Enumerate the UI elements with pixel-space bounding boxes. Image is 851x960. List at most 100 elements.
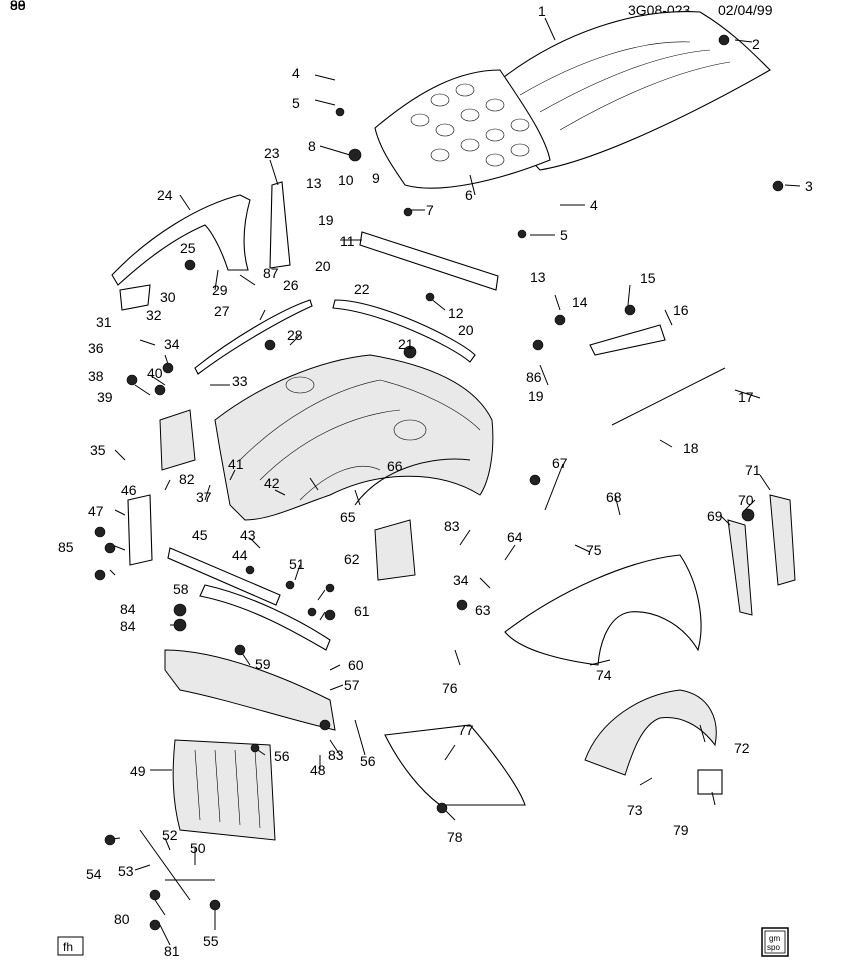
callout-24: 24 bbox=[157, 187, 173, 203]
callout-60: 60 bbox=[348, 657, 364, 673]
callout-25: 25 bbox=[180, 240, 196, 256]
front-fender bbox=[504, 554, 702, 666]
callout-28: 28 bbox=[287, 327, 303, 343]
callout-52: 52 bbox=[162, 827, 178, 843]
callout-72: 72 bbox=[734, 740, 750, 756]
callout-45: 45 bbox=[192, 527, 208, 543]
callout-54: 54 bbox=[86, 866, 102, 882]
callout-19: 19 bbox=[528, 388, 544, 404]
side-molding bbox=[727, 519, 753, 616]
callout-4: 4 bbox=[590, 197, 598, 213]
callout-20: 20 bbox=[315, 258, 331, 274]
callout-1: 1 bbox=[538, 3, 546, 19]
bumper-cover-part bbox=[119, 284, 151, 311]
callout-69: 69 bbox=[707, 508, 723, 524]
callout-5: 5 bbox=[560, 227, 568, 243]
callout-29: 29 bbox=[212, 282, 228, 298]
rear-filler bbox=[769, 494, 796, 586]
callout-33: 33 bbox=[232, 373, 248, 389]
footer-tag-text: fh bbox=[63, 940, 73, 954]
callout-42: 42 bbox=[264, 475, 280, 491]
air-deflector bbox=[172, 739, 276, 841]
callout-57: 57 bbox=[344, 677, 360, 693]
callout-32: 32 bbox=[146, 307, 162, 323]
side-bracket bbox=[269, 181, 291, 269]
callout-81: 81 bbox=[164, 943, 180, 959]
callout-numbers: 1234455678910111213131415161718191920202… bbox=[10, 0, 813, 959]
callout-70: 70 bbox=[738, 492, 754, 508]
callout-86: 86 bbox=[526, 369, 542, 385]
callout-17: 17 bbox=[738, 389, 754, 405]
footer-tag-fh: fh bbox=[57, 936, 84, 956]
callout-65: 65 bbox=[340, 509, 356, 525]
side-bracket-right bbox=[374, 519, 416, 581]
callout-74: 74 bbox=[596, 667, 612, 683]
callout-56: 56 bbox=[360, 753, 376, 769]
callout-80: 80 bbox=[114, 911, 130, 927]
callout-73: 73 bbox=[627, 802, 643, 818]
callout-27: 27 bbox=[214, 303, 230, 319]
callout-85: 85 bbox=[58, 539, 74, 555]
callout-31: 31 bbox=[96, 314, 112, 330]
callout-89: 89 bbox=[10, 0, 26, 13]
callout-37: 37 bbox=[196, 489, 212, 505]
callout-7: 7 bbox=[426, 202, 434, 218]
callout-64: 64 bbox=[507, 529, 523, 545]
wheelhouse-harness bbox=[354, 458, 471, 506]
callout-44: 44 bbox=[232, 547, 248, 563]
latch-bracket bbox=[127, 494, 153, 566]
callout-59: 59 bbox=[255, 656, 271, 672]
callout-8: 8 bbox=[308, 138, 316, 154]
callout-51: 51 bbox=[289, 556, 305, 572]
brace-rods bbox=[139, 829, 215, 901]
callout-75: 75 bbox=[586, 542, 602, 558]
callout-11: 11 bbox=[340, 233, 355, 249]
side-bracket-left bbox=[159, 409, 196, 471]
callout-83: 83 bbox=[328, 747, 344, 763]
callout-68: 68 bbox=[606, 489, 622, 505]
callout-53: 53 bbox=[118, 863, 134, 879]
upper-seal bbox=[332, 299, 476, 363]
callout-26: 26 bbox=[283, 277, 299, 293]
callout-87: 87 bbox=[263, 265, 279, 281]
callout-58: 58 bbox=[173, 581, 189, 597]
hood-inner-panel bbox=[374, 69, 551, 189]
fender-shield bbox=[111, 194, 251, 286]
fastener-hardware bbox=[94, 34, 784, 931]
callout-56: 56 bbox=[274, 748, 290, 764]
callout-61: 61 bbox=[354, 603, 370, 619]
callout-18: 18 bbox=[683, 440, 699, 456]
callout-71: 71 bbox=[745, 462, 761, 478]
callout-36: 36 bbox=[88, 340, 104, 356]
callout-19: 19 bbox=[318, 212, 334, 228]
callout-88: 88 bbox=[10, 0, 26, 13]
callout-62: 62 bbox=[344, 551, 360, 567]
callout-10: 10 bbox=[338, 172, 354, 188]
callout-9: 9 bbox=[372, 170, 380, 186]
callout-48: 48 bbox=[310, 762, 326, 778]
callout-6: 6 bbox=[465, 187, 473, 203]
callout-50: 50 bbox=[190, 840, 206, 856]
callout-82: 82 bbox=[179, 471, 195, 487]
front-hood-strip bbox=[359, 231, 499, 291]
splash-shield bbox=[384, 724, 526, 806]
callout-66: 66 bbox=[387, 458, 403, 474]
callout-4: 4 bbox=[292, 65, 300, 81]
callout-39: 39 bbox=[97, 389, 113, 405]
diagram-date: 02/04/99 bbox=[718, 2, 773, 18]
badge-line-2: spo bbox=[767, 943, 780, 952]
callout-13: 13 bbox=[306, 175, 322, 191]
callout-40: 40 bbox=[147, 365, 163, 381]
callout-12: 12 bbox=[448, 305, 464, 321]
callout-20: 20 bbox=[458, 322, 474, 338]
hood-hinge bbox=[589, 324, 666, 356]
callout-23: 23 bbox=[264, 145, 280, 161]
callout-30: 30 bbox=[160, 289, 176, 305]
callout-35: 35 bbox=[90, 442, 106, 458]
callout-77: 77 bbox=[458, 722, 474, 738]
callout-83: 83 bbox=[444, 518, 460, 534]
callout-47: 47 bbox=[88, 503, 104, 519]
callout-34: 34 bbox=[164, 336, 180, 352]
front-support bbox=[164, 649, 336, 731]
